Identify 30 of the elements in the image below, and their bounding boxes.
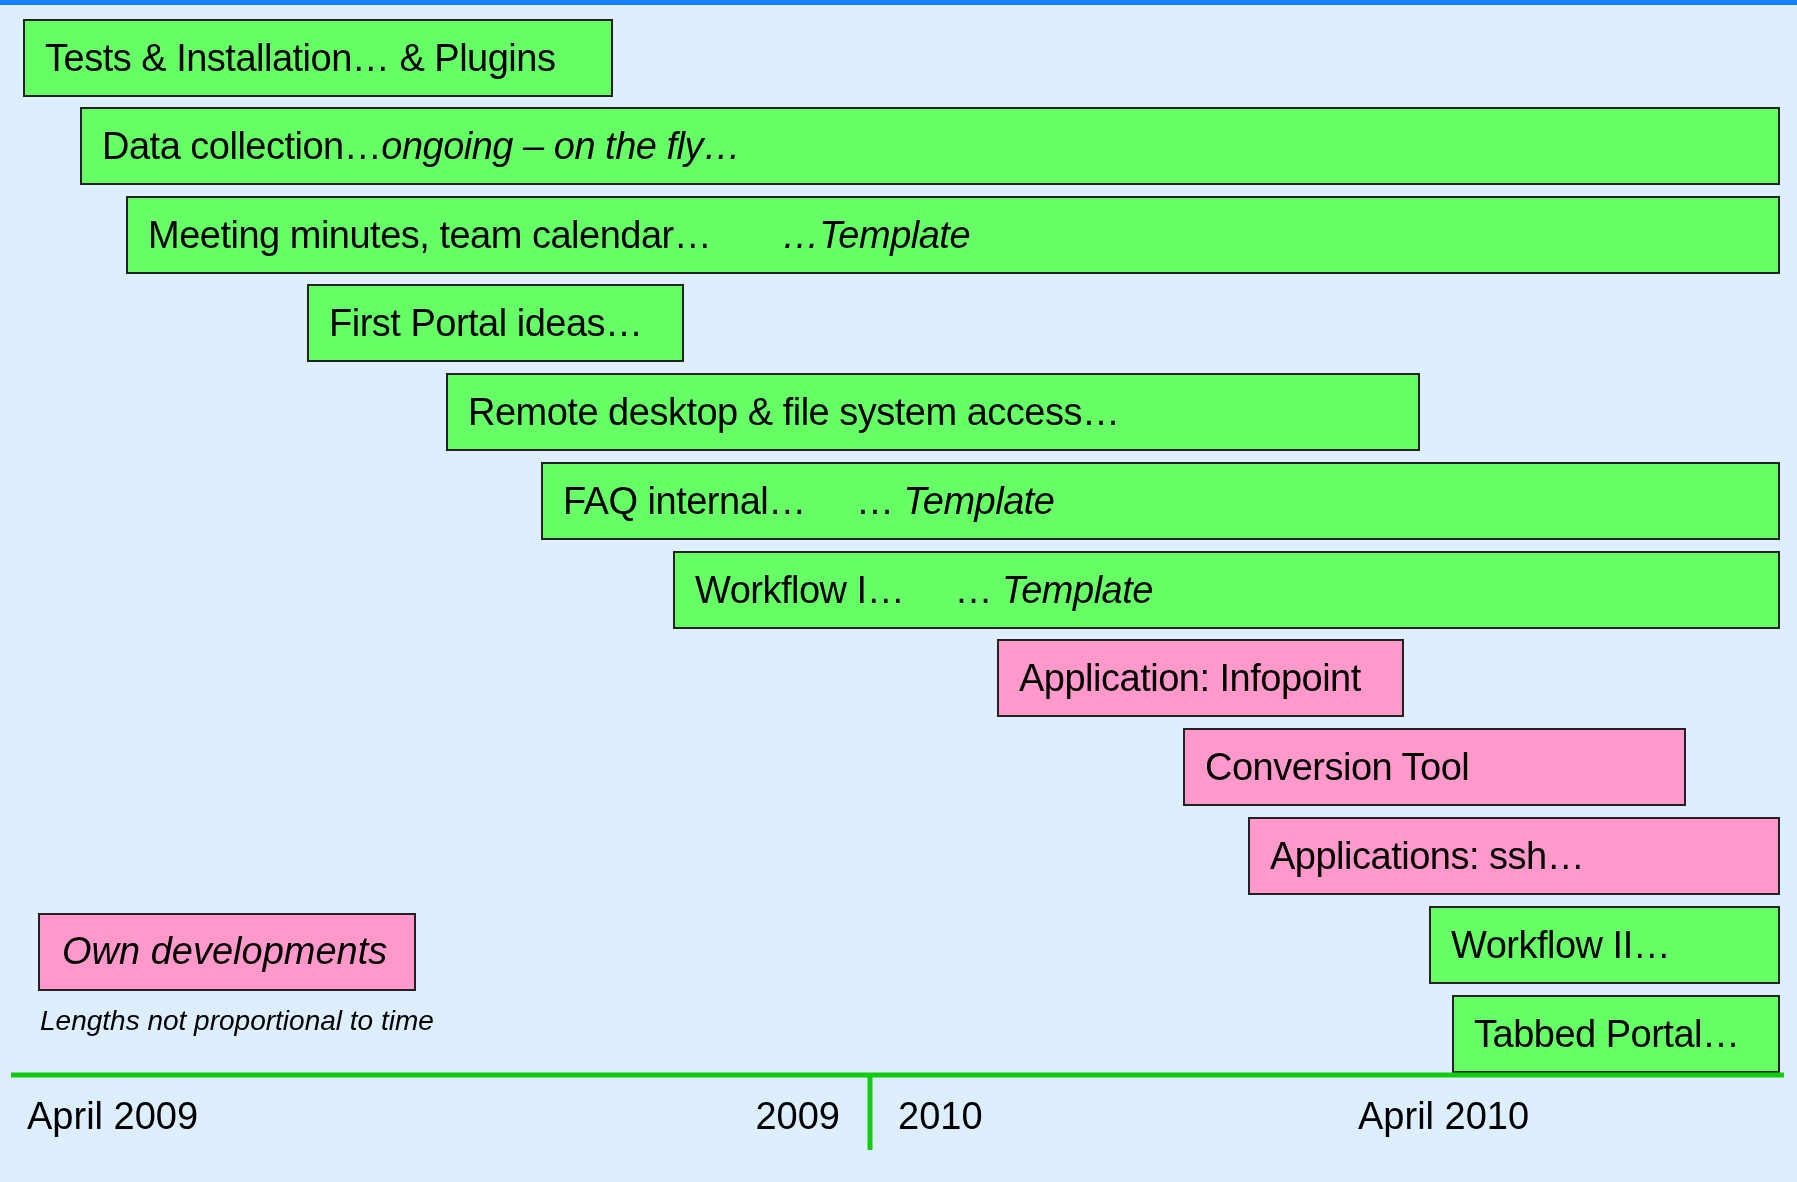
task-bar [446,373,1420,451]
task-label: Data collection…ongoing – on the fly… [102,124,741,168]
task-label: Meeting minutes, team calendar… …Template [148,213,971,257]
task-bar [1452,995,1780,1073]
date-label: April 2009 [27,1095,199,1138]
legend-label: Own developments [62,930,388,973]
task-bar [541,462,1780,540]
date-label: 2010 [898,1095,983,1138]
task-label: FAQ internal… … Template [563,479,1055,523]
task-bar [1248,817,1780,895]
task-label: Conversion Tool [1205,745,1470,789]
task-bar [126,196,1780,274]
task-bar [1183,728,1686,806]
task-label: Workflow I… … Template [695,568,1153,612]
note: Lengths not proportional to time [40,1005,434,1037]
task-label: Tests & Installation… & Plugins [45,36,556,80]
task-label: Remote desktop & file system access… [468,390,1120,434]
date-label: April 2010 [1358,1095,1530,1138]
task-label: Tabbed Portal… [1474,1012,1740,1056]
date-label: 2009 [755,1095,840,1138]
task-bar [1429,906,1780,984]
task-bar [80,107,1780,185]
task-bar [23,19,613,97]
task-label: Applications: ssh… [1270,834,1585,878]
task-bar [997,639,1404,717]
task-label: Workflow II… [1451,923,1671,967]
task-bar [307,284,684,362]
task-label: Application: Infopoint [1019,656,1361,700]
task-label: First Portal ideas… [329,301,643,345]
task-bar [673,551,1780,629]
